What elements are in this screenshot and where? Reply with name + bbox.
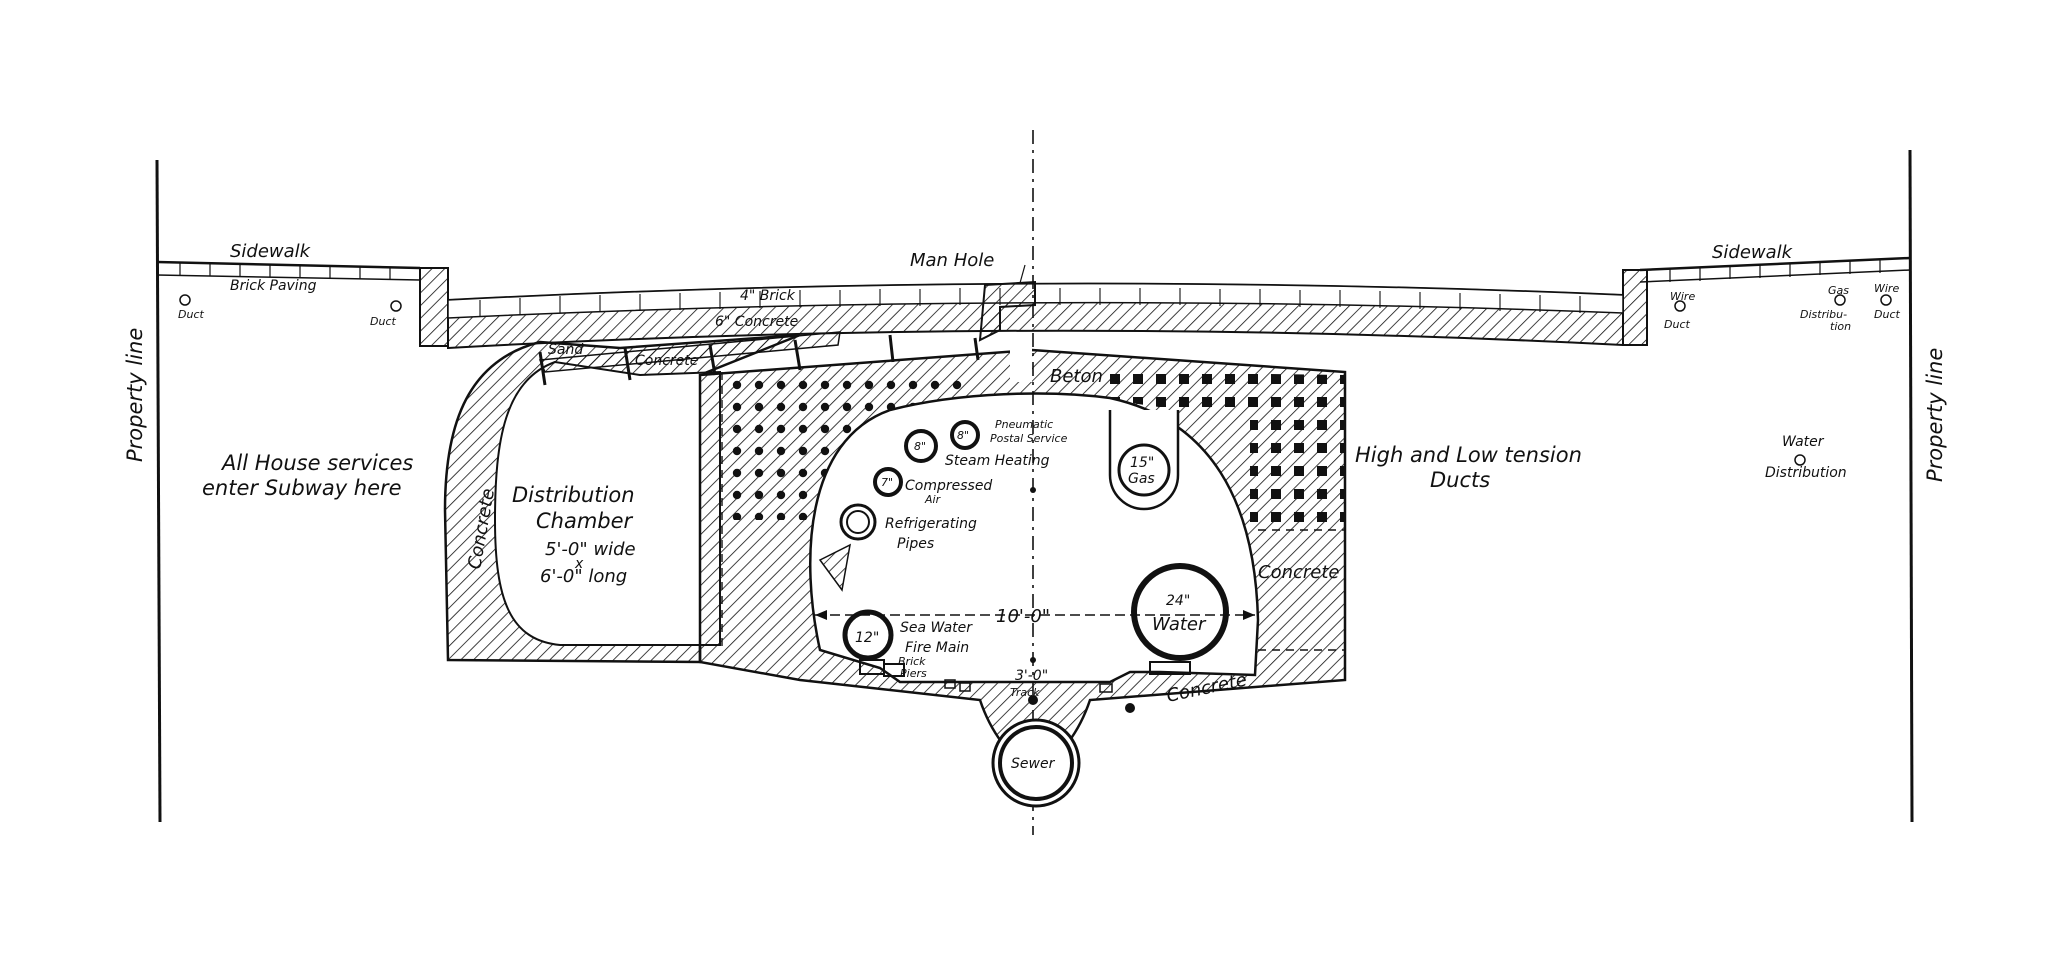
water-label: Water [1152, 614, 1207, 635]
sidewalk-left [156, 260, 449, 347]
gas-pipe-circle [1117, 443, 1171, 497]
chamber-length-label: 6'-0" long [540, 566, 627, 587]
chamber-x-label: x [574, 556, 584, 572]
duct-circle-right-1 [1674, 300, 1686, 312]
sidewalk-left-label: Sidewalk [230, 241, 312, 262]
wire-right-1a: Wire [1670, 290, 1695, 303]
wire-right-2a: Wire [1874, 282, 1899, 295]
pneumatic-line-1: Pneumatic [995, 418, 1053, 431]
duct-circle-right-2 [1834, 294, 1846, 306]
water-distribution-line-1: Water [1782, 434, 1825, 450]
distribution-chamber-shell [443, 331, 980, 664]
water-size: 24" [1166, 593, 1190, 609]
gas-dist-c: tion [1830, 320, 1851, 333]
concrete-right-label: Concrete [1258, 562, 1340, 583]
duct-left-2-label: Duct [370, 315, 396, 328]
high-low-tension-line-1: High and Low tension [1355, 443, 1582, 467]
high-low-tension-line-2: Ducts [1430, 468, 1490, 492]
gas-dist-a: Gas [1828, 284, 1849, 297]
beton-label: Beton [1050, 366, 1103, 387]
property-line-left-label: Property line [123, 328, 147, 462]
refrigerating-line-2: Pipes [897, 536, 934, 552]
sea-water-pipe [842, 609, 894, 661]
concrete-top-label: Concrete [635, 353, 698, 369]
brick-paving-label: Brick Paving [230, 278, 317, 294]
steam-heating-label: Steam Heating [945, 453, 1050, 469]
sidewalk-right [1622, 256, 1911, 466]
compressed-air-line-1: Compressed [905, 478, 992, 494]
compressed-size: 7" [881, 476, 893, 489]
steam-pipe [904, 429, 938, 463]
wire-right-2b: Duct [1874, 308, 1900, 321]
roadway-paving [447, 264, 1624, 350]
distribution-chamber-line-2: Chamber [536, 509, 634, 533]
house-services-line-1: All House services [220, 451, 413, 475]
gas-dist-b: Distribu- [1800, 308, 1847, 321]
sewer-inner [998, 725, 1074, 801]
subway-body [698, 130, 1347, 835]
water-distribution-line-2: Distribution [1765, 465, 1847, 481]
sand-label: Sand [548, 342, 583, 358]
sidewalk-right-label: Sidewalk [1712, 242, 1794, 263]
concrete-6-label: 6" Concrete [715, 314, 798, 330]
sea-water-size: 12" [855, 630, 879, 646]
sewer-label: Sewer [1011, 756, 1056, 772]
sewer [991, 718, 1081, 808]
compressed-air-pipe [873, 467, 903, 497]
duct-circle-left-2 [390, 300, 402, 312]
duct-circle-left-1 [179, 294, 191, 306]
brick-piers-line-2: Piers [900, 667, 927, 680]
sea-water-line-2: Fire Main [905, 640, 969, 656]
sea-water-line-1: Sea Water [900, 620, 973, 636]
pneumatic-pipe [950, 420, 980, 450]
track-dimension-label: 3'-0" [1015, 668, 1048, 684]
water-distribution-circle [1794, 454, 1806, 466]
gas-size: 15" [1130, 455, 1154, 471]
pneumatic-size: 8" [957, 429, 969, 442]
water-main-pipe [1131, 563, 1229, 661]
pneumatic-line-2: Postal Service [990, 432, 1068, 445]
refrigerating-line-1: Refrigerating [885, 516, 977, 532]
man-hole-label: Man Hole [910, 250, 994, 271]
brick-4-label: 4" Brick [740, 288, 796, 304]
chamber-width-label: 5'-0" wide [545, 539, 636, 560]
duct-left-1-label: Duct [178, 308, 204, 321]
duct-circle-right-3 [1880, 294, 1892, 306]
property-lines [155, 149, 1914, 823]
width-dimension-label: 10'-0" [996, 606, 1050, 627]
property-line-right-label: Property line [1923, 348, 1947, 482]
distribution-chamber-line-1: Distribution [512, 483, 635, 507]
steam-size: 8" [914, 440, 926, 453]
gas-label: Gas [1128, 471, 1155, 487]
track-label: Track [1010, 686, 1040, 699]
wire-right-1b: Duct [1664, 318, 1690, 331]
compressed-air-line-2: Air [924, 493, 942, 506]
brick-piers-line-1: Brick [898, 655, 926, 668]
house-services-line-2: enter Subway here [202, 476, 402, 500]
